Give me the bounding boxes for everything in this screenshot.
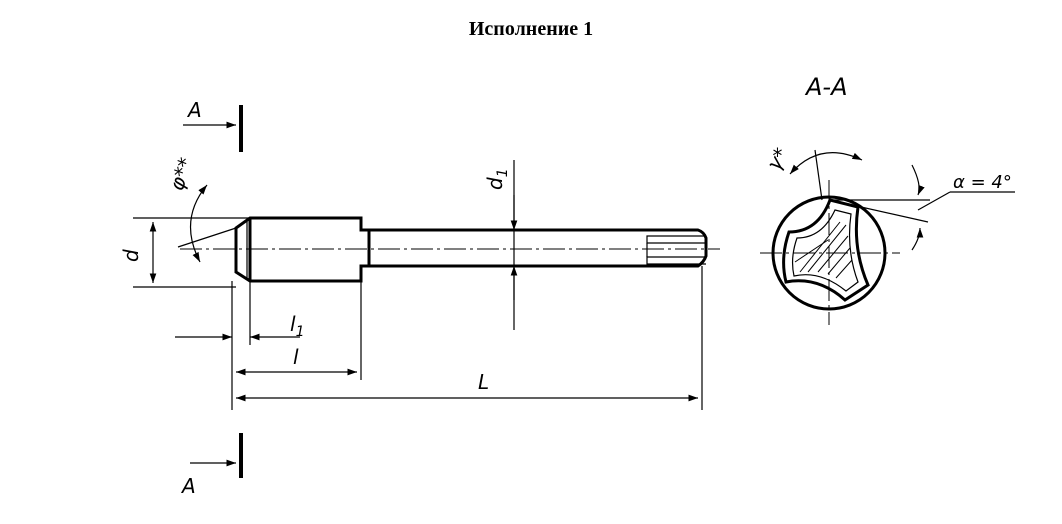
l1-subscript: 1 [296,324,305,340]
section-mark-top: А [183,98,243,152]
section-mark-top-label: А [186,98,202,122]
d1-letter: d [483,177,507,190]
l1-letter: l [290,312,296,336]
tap-body [180,216,720,283]
drawing-title: Исполнение 1 [468,18,594,40]
section-view-label: А-А [804,73,848,101]
L-label: L [478,370,489,394]
d1-subscript: 1 [495,168,511,177]
gamma-label: γ* [762,144,794,175]
alpha-label: α = 4° [953,172,1012,193]
section-mark-bottom-label: А [180,474,196,498]
l1-label: l1 [290,312,304,340]
phi-label: φ** [164,154,198,193]
dimension-d: d [119,217,250,288]
dimension-lengths: l1 l L [175,266,703,410]
l-label: l [293,345,299,369]
dimension-d1: d1 [483,160,518,330]
section-view-a-a: А-А γ* α = 4° [760,73,1015,325]
dimension-phi: φ** [164,154,237,263]
section-mark-bottom: А [180,433,243,498]
d1-label: d1 [483,168,511,190]
d-label: d [119,249,143,262]
